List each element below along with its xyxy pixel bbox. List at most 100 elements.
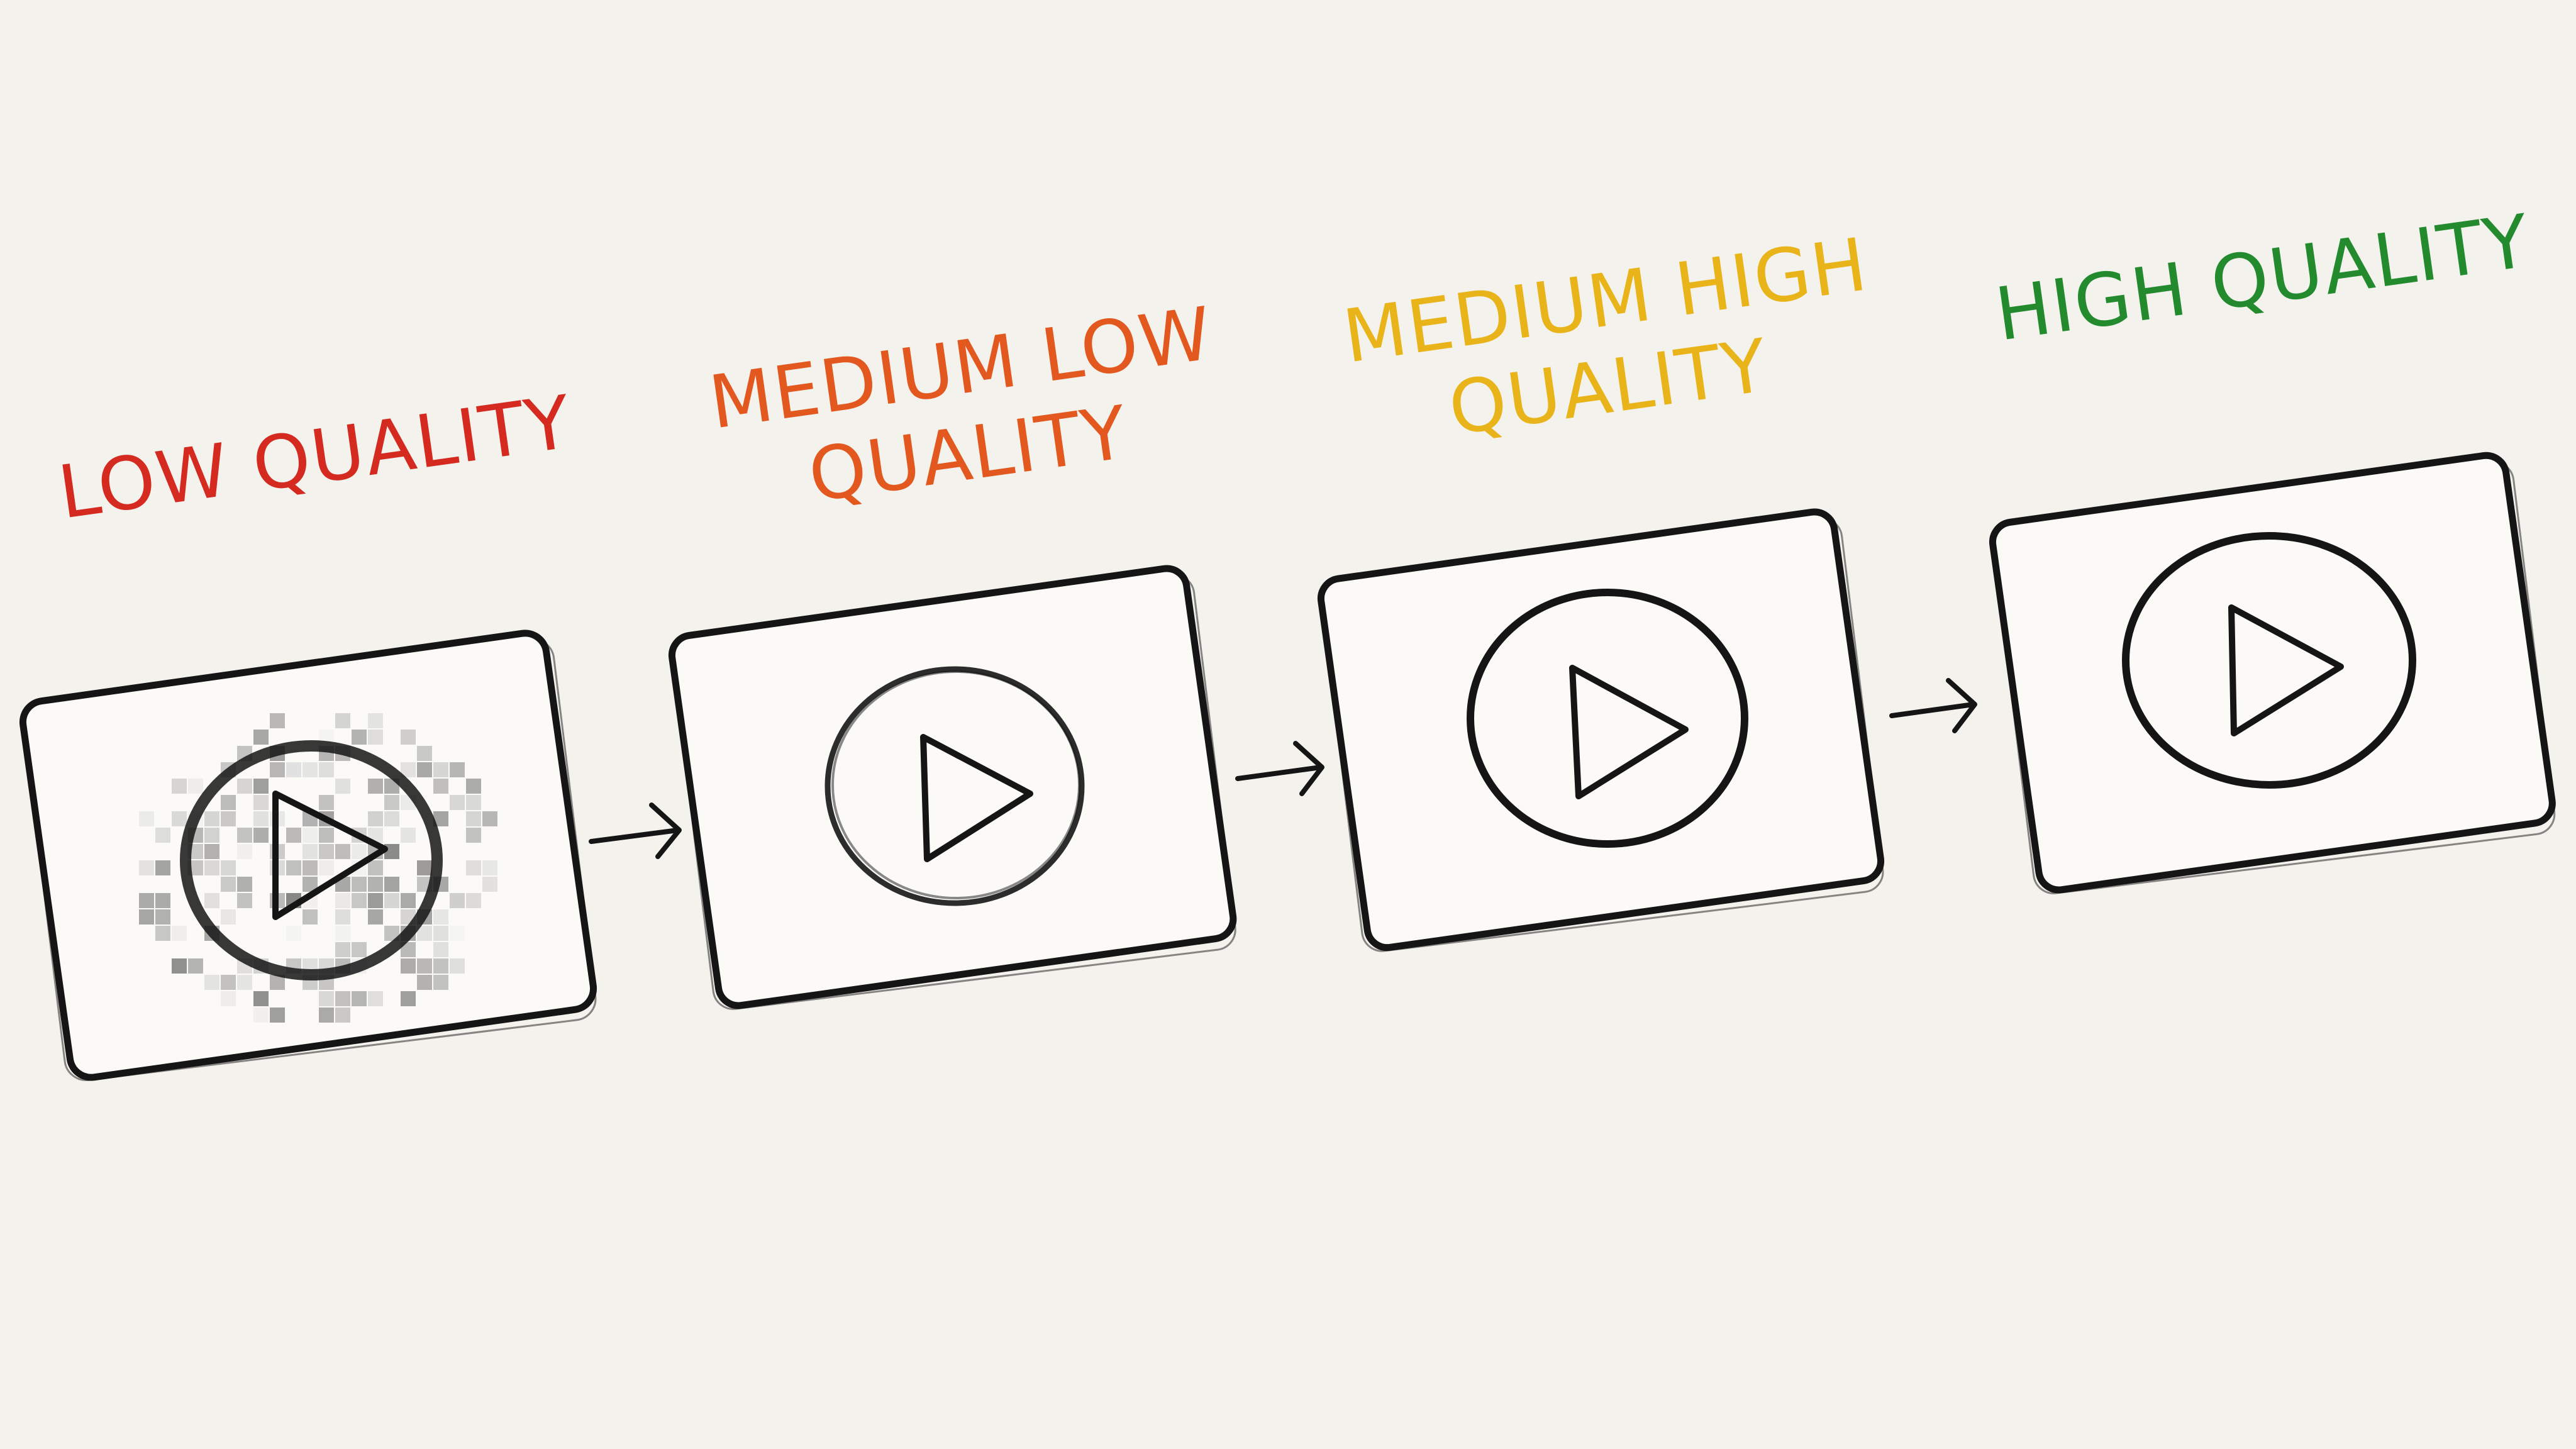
pixel-block [433,958,448,974]
pixel-block [335,942,350,957]
pixel-block [450,926,465,941]
pixel-block [139,893,154,908]
pixel-block [450,893,465,908]
pixel-block [188,779,203,794]
pixel-block [368,991,383,1006]
pixel-block [172,926,187,941]
pixel-block [352,877,367,892]
pixel-block [188,958,203,974]
pixel-block [368,893,383,908]
pixel-block [384,795,399,810]
pixel-block [319,991,334,1006]
pixel-block [433,909,448,924]
pixel-block [417,958,432,974]
pixel-block [433,779,448,794]
pixel-block [303,860,318,875]
pixel-block [319,762,334,777]
pixel-block [482,877,497,892]
pixel-block [450,958,465,974]
pixel-block [286,762,301,777]
pixel-block [368,730,383,745]
pixel-block [303,828,318,843]
pixel-block [221,795,236,810]
pixel-block [466,828,481,843]
pixel-block [352,844,367,859]
video-frame-high [1989,452,2556,894]
pixel-block [139,909,154,924]
pixel-block [417,746,432,761]
play-icon-medium-low [824,666,1085,906]
pixel-block [155,860,170,875]
pixel-block [270,713,285,728]
pixel-block [384,877,399,892]
pixel-block [466,860,481,875]
pixel-block [384,811,399,826]
pixel-block [433,942,448,957]
video-frame-medium-high [1317,508,1885,952]
pixel-block [401,991,416,1006]
pixel-block [221,991,236,1006]
pixel-block [221,909,236,924]
pixel-block [319,860,334,875]
pixel-block [482,860,497,875]
pixel-block [401,730,416,745]
pixel-block [433,762,448,777]
pixel-block [253,779,269,794]
pixel-block [204,844,219,859]
pixel-block [335,893,350,908]
pixel-block [401,893,416,908]
pixel-block [466,811,481,826]
video-frame-medium-low [668,565,1237,1010]
pixel-block [352,942,367,957]
pixel-block [204,975,219,990]
pixel-block [450,795,465,810]
pixel-block [319,795,334,810]
pixel-block [368,909,383,924]
pixel-block [221,860,236,875]
pixel-block [368,811,383,826]
pixel-block [139,811,154,826]
video-frame-low [19,630,597,1081]
pixel-block [384,893,399,908]
pixel-block [335,713,350,728]
pixel-block [417,860,432,875]
pixel-block [204,893,219,908]
pixel-block [433,926,448,941]
play-icon-medium-high [1467,589,1748,848]
pixel-block [286,860,301,875]
pixel-block [401,828,416,843]
pixel-block [172,811,187,826]
pixel-block [368,877,383,892]
pixel-block [352,991,367,1006]
arrow-right-icon-3 [1889,678,1977,733]
pixel-block [237,893,252,908]
pixel-block [221,975,236,990]
pixel-block [253,795,269,810]
pixel-block [237,844,252,859]
pixel-block [417,762,432,777]
pixel-block [253,828,269,843]
play-icon-high [2122,532,2416,789]
pixel-block [482,811,497,826]
pixel-block [335,909,350,924]
play-icon-low [180,740,443,980]
pixel-block [319,1008,334,1023]
pixel-block [319,828,334,843]
pixel-block [204,828,219,843]
arrow-right-icon-1 [589,802,682,859]
pixel-block [335,926,350,941]
pixel-block [253,730,269,745]
pixel-block [352,893,367,908]
pixel-block [253,811,269,826]
pixel-block [155,926,170,941]
pixel-block [204,860,219,875]
pixel-block [303,844,318,859]
pixel-block [253,991,269,1006]
pixel-block [155,893,170,908]
pixel-block [139,860,154,875]
pixel-block [237,877,252,892]
pixel-block [270,1008,285,1023]
pixel-block [401,958,416,974]
pixel-block [335,844,350,859]
